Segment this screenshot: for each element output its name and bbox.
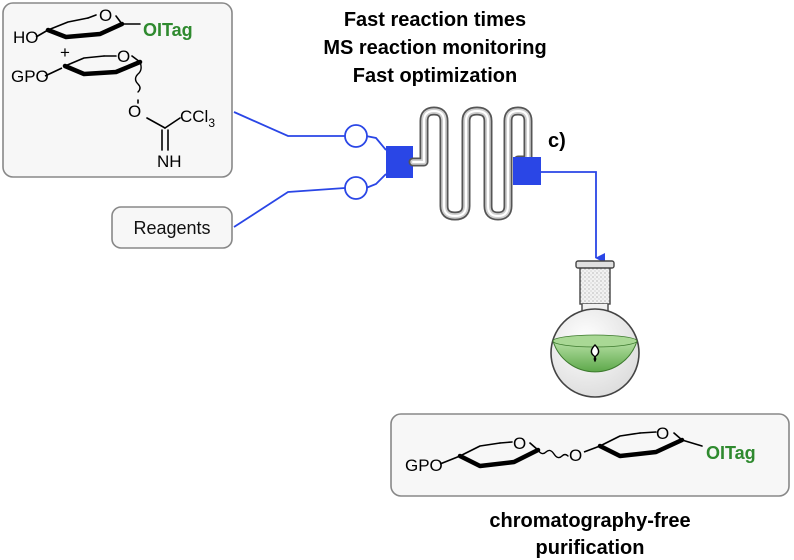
headline-optimization: Fast optimization (353, 65, 517, 87)
flow-line-outlet (540, 171, 605, 263)
stir-bar-icon (590, 344, 600, 363)
step-label: c) (548, 130, 566, 152)
reagents-frame (111, 206, 233, 249)
product-frame (390, 413, 790, 497)
pump-circle-icon (344, 176, 368, 200)
footer-line-one: chromatography-free (489, 510, 690, 532)
flow-line-pump-bottom-to-mixer (365, 173, 387, 189)
flow-lines (233, 111, 605, 263)
headline-reaction-times: Fast reaction times (344, 9, 526, 31)
product-ring-two-oxygen-label: O (656, 424, 669, 443)
starting-materials-frame (2, 2, 233, 178)
acceptor-ring-oxygen-label: O (99, 6, 112, 25)
headline-ms-monitoring: MS reaction monitoring (323, 37, 546, 59)
acceptor-hydroxyl-label: HO (13, 28, 39, 47)
product-ring-one (457, 441, 569, 469)
donor-sugar-ring (62, 55, 143, 93)
imidate-bonds (137, 99, 181, 151)
reagents-box: Reagents (111, 206, 233, 249)
reagents-label: Reagents (133, 218, 210, 238)
imine-nh-label: NH (157, 152, 182, 171)
headline-group: Fast reaction times MS reaction monitori… (323, 9, 546, 87)
product-box: GPO O O O OITag (390, 413, 790, 497)
footer-caption: chromatography-free purification (489, 510, 690, 559)
product-ring-two (597, 431, 703, 459)
plus-sign: + (60, 43, 70, 62)
product-protecting-group-label: GPO (405, 456, 443, 475)
footer-line-two: purification (536, 537, 645, 559)
collection-flask-icon (550, 260, 640, 398)
imidate-oxygen-label: O (128, 102, 141, 121)
product-tag-label: OITag (706, 443, 756, 463)
pump-circle-icon (344, 124, 368, 148)
flow-line-pump-top-to-mixer (365, 135, 387, 151)
flow-line-substrates (233, 111, 345, 137)
acceptor-sugar-ring (45, 14, 141, 40)
product-ring-one-oxygen-label: O (513, 434, 526, 453)
flask-lip (575, 260, 615, 269)
product-glycosidic-oxygen-label: O (569, 446, 582, 465)
flow-line-reagents (233, 187, 346, 228)
starting-materials-box: HO O OITag + GPO O O CCl3 NH (2, 2, 233, 178)
trichloromethyl-label: CCl3 (180, 107, 215, 130)
outlet-block-icon (513, 157, 541, 185)
serpentine-reactor-icon (408, 106, 533, 221)
acceptor-tag-label: OITag (143, 20, 193, 40)
donor-ring-oxygen-label: O (117, 47, 130, 66)
donor-protecting-group-label: GPO (11, 67, 49, 86)
flask-ground-joint (579, 263, 611, 305)
